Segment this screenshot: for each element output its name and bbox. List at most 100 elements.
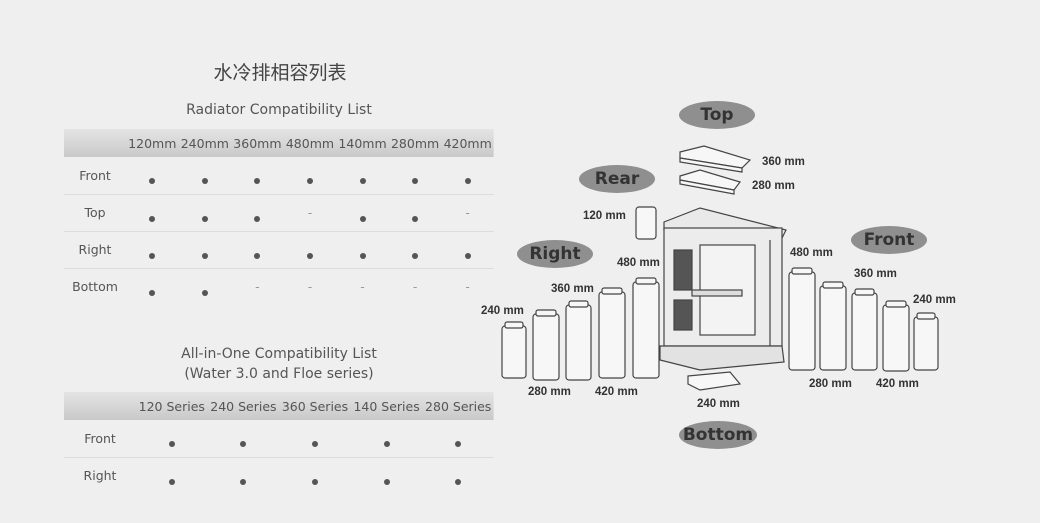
unsupported-dash: - (412, 279, 418, 295)
compat-cell: - (231, 268, 284, 305)
compat-cell: ● (422, 457, 494, 494)
supported-dot-icon: ● (149, 215, 156, 222)
compat-cell: ● (279, 420, 351, 458)
position-pill-right: Right (517, 240, 593, 268)
table-row: Front●●●●●●● (64, 157, 494, 195)
position-pill-rear: Rear (579, 165, 655, 193)
front-radiator-420-cap (885, 300, 907, 308)
table-row: Bottom●●----- (64, 268, 494, 305)
compat-cell: ● (279, 457, 351, 494)
row-label: Front (64, 157, 126, 195)
supported-dot-icon: ● (240, 441, 247, 448)
supported-dot-icon: ● (201, 252, 208, 259)
column-header: 420mm (443, 135, 492, 151)
right-radiator-480 (632, 281, 660, 379)
right-radiator-360-cap (568, 300, 589, 308)
compat-cell: ● (126, 194, 179, 232)
rear-radiator-120 (635, 206, 657, 240)
right-radiator-280-cap (535, 309, 557, 317)
table-row: Right ● ● ● ● ● (64, 457, 494, 494)
compat-cell: ● (336, 157, 389, 195)
top-radiator-360 (679, 145, 752, 173)
label-top-280: 280 mm (752, 180, 795, 192)
row-label: Bottom (72, 279, 118, 295)
column-header: 360mm (233, 135, 282, 151)
column-header: 140mm (338, 135, 387, 151)
front-radiator-280-cap (822, 281, 844, 289)
label-rear-120: 120 mm (583, 210, 626, 222)
label-front-280: 280 mm (809, 378, 852, 390)
supported-dot-icon: ● (168, 441, 175, 448)
label-right-480: 480 mm (617, 257, 660, 269)
radiator-title: Radiator Compatibility List (186, 102, 372, 118)
supported-dot-icon: ● (359, 215, 366, 222)
supported-dot-icon: ● (254, 215, 261, 222)
row-label: Right (83, 468, 117, 484)
label-front-480: 480 mm (790, 247, 833, 259)
column-header: 240 Series (210, 398, 277, 414)
front-radiator-240 (913, 316, 939, 371)
supported-dot-icon: ● (306, 252, 313, 259)
compat-cell: ● (231, 194, 284, 232)
compat-cell: ● (126, 231, 179, 269)
supported-dot-icon: ● (464, 252, 471, 259)
compat-cell: ● (207, 420, 280, 458)
row-label: Top (64, 194, 126, 232)
row-label: Front (64, 420, 136, 458)
supported-dot-icon: ● (383, 441, 390, 448)
label-front-240: 240 mm (913, 294, 956, 306)
supported-dot-icon: ● (455, 478, 462, 485)
front-radiator-360-cap (854, 288, 875, 296)
aio-title-line1: All-in-One Compatibility List (181, 346, 377, 362)
table-row: Front ● ● ● ● ● (64, 420, 494, 458)
column-header: 120 Series (138, 398, 205, 414)
column-header: 140 Series (353, 398, 420, 414)
compat-cell: ● (179, 268, 232, 305)
compat-cell: ● (388, 157, 442, 195)
supported-dot-icon: ● (412, 178, 419, 185)
supported-dot-icon: ● (306, 178, 313, 185)
supported-dot-icon: ● (201, 178, 208, 185)
column-header: 240mm (180, 135, 229, 151)
front-radiator-280 (819, 285, 847, 371)
compat-cell: ● (208, 457, 280, 494)
front-radiator-360 (851, 292, 878, 371)
compat-cell: ● (336, 194, 389, 232)
supported-dot-icon: ● (383, 478, 390, 485)
front-radiator-420 (882, 304, 910, 372)
compat-cell: ● (388, 194, 442, 232)
compat-cell: ● (441, 157, 494, 195)
compat-cell: ● (178, 194, 232, 232)
supported-dot-icon: ● (455, 441, 462, 448)
supported-dot-icon: ● (168, 478, 175, 485)
supported-dot-icon: ● (412, 215, 419, 222)
compat-cell: ● (336, 231, 389, 269)
supported-dot-icon: ● (149, 289, 156, 296)
label-front-360: 360 mm (854, 268, 897, 280)
compat-cell: - (441, 194, 494, 232)
supported-dot-icon: ● (240, 478, 247, 485)
label-right-280: 280 mm (528, 386, 571, 398)
table-row: Top●●●-●●- (64, 194, 494, 232)
right-radiator-420-cap (601, 287, 623, 295)
supported-dot-icon: ● (311, 441, 318, 448)
compat-cell: - (336, 268, 389, 305)
compat-cell: ● (350, 420, 423, 458)
front-radiator-480-cap (791, 267, 813, 275)
compat-cell: ● (136, 457, 208, 494)
right-radiator-360 (565, 304, 592, 381)
supported-dot-icon: ● (254, 252, 261, 259)
compat-cell: ● (178, 231, 232, 269)
compat-cell: ● (283, 157, 337, 195)
front-radiator-480 (788, 271, 816, 371)
right-radiator-480-cap (635, 277, 657, 285)
supported-dot-icon: ● (201, 215, 208, 222)
title-chinese: 水冷排相容列表 (213, 62, 347, 84)
right-radiator-280 (532, 313, 560, 381)
supported-dot-icon: ● (311, 478, 318, 485)
label-top-360: 360 mm (762, 156, 805, 168)
